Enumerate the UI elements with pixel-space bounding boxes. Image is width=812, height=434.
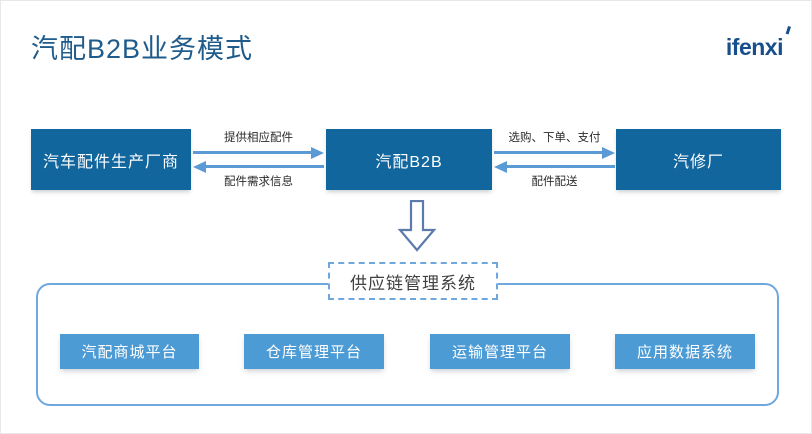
brand-logo: ifenxi xyxy=(725,34,784,61)
arrow-group-manufacturer-to-b2b: 提供相应配件 配件需求信息 xyxy=(193,125,324,195)
arrow-line-backward xyxy=(205,165,324,168)
arrow-label-forward: 选购、下单、支付 xyxy=(508,132,601,144)
flow-box-label: 汽修厂 xyxy=(672,153,724,171)
arrow-head-right-icon xyxy=(602,146,615,159)
arrow-line-forward xyxy=(494,151,603,154)
flow-box-repair-shop[interactable]: 汽修厂 xyxy=(616,129,781,190)
flow-box-b2b-platform[interactable]: 汽配B2B xyxy=(326,129,492,190)
platform-button-label: 仓库管理平台 xyxy=(265,344,362,361)
platform-button-label: 汽配商城平台 xyxy=(81,344,178,361)
arrow-head-left-icon xyxy=(494,160,507,173)
page-title: 汽配B2B业务模式 xyxy=(31,34,254,64)
platform-button-label: 运输管理平台 xyxy=(451,344,548,361)
arrow-line-backward xyxy=(506,165,615,168)
arrow-group-b2b-to-repair-shop: 选购、下单、支付 配件配送 xyxy=(494,125,615,195)
arrow-head-right-icon xyxy=(311,146,324,159)
supply-chain-system-text: 供应链管理系统 xyxy=(350,273,476,293)
arrow-head-left-icon xyxy=(193,160,206,173)
flow-box-label: 汽配B2B xyxy=(375,153,443,171)
down-arrow-icon xyxy=(397,199,437,252)
platform-button-transport[interactable]: 运输管理平台 xyxy=(430,334,570,369)
flow-box-manufacturer[interactable]: 汽车配件生产厂商 xyxy=(31,129,191,190)
brand-logo-text: ifenx xyxy=(725,34,778,60)
platform-button-warehouse[interactable]: 仓库管理平台 xyxy=(244,334,384,369)
arrow-label-forward: 提供相应配件 xyxy=(224,132,293,144)
platform-button-label: 应用数据系统 xyxy=(636,344,733,361)
supply-chain-system-label: 供应链管理系统 xyxy=(328,262,498,300)
brand-logo-accent: i xyxy=(777,34,783,60)
flow-box-label: 汽车配件生产厂商 xyxy=(42,153,179,171)
arrow-line-forward xyxy=(193,151,312,154)
platform-button-data-system[interactable]: 应用数据系统 xyxy=(615,334,755,369)
arrow-label-backward: 配件需求信息 xyxy=(224,176,293,188)
platform-button-mall[interactable]: 汽配商城平台 xyxy=(60,334,199,369)
arrow-label-backward: 配件配送 xyxy=(531,176,578,188)
